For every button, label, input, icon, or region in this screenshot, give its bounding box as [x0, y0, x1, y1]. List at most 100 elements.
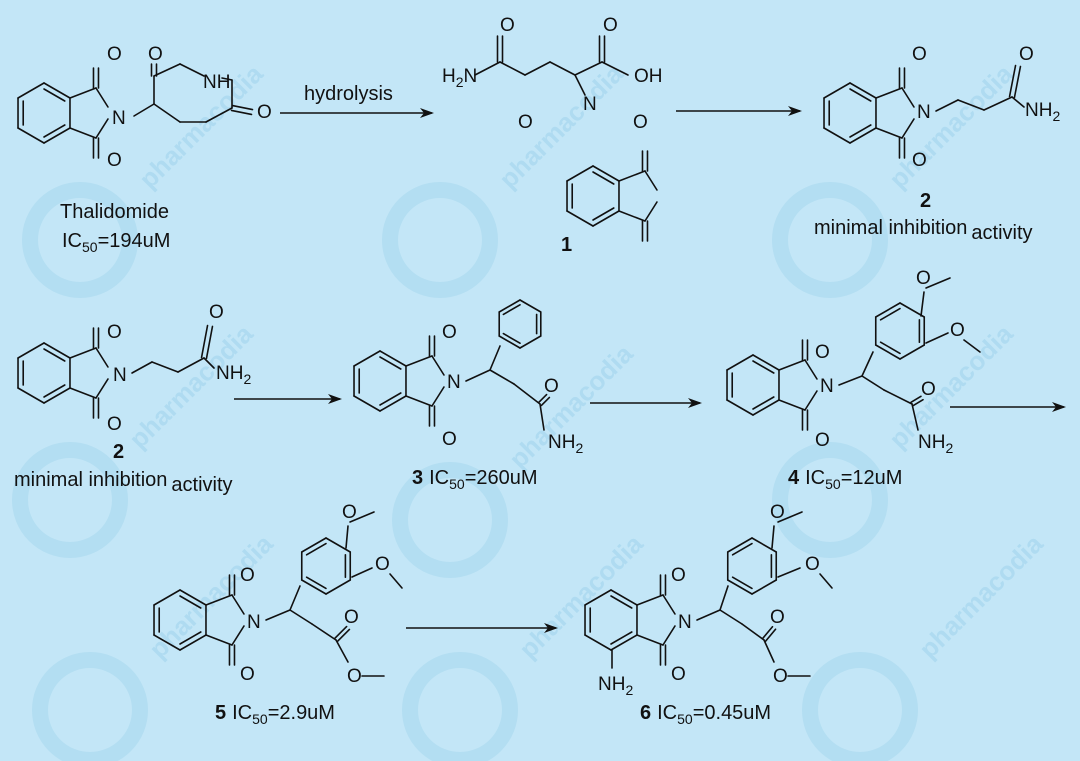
c2b-benzene: [43, 342, 71, 359]
thalidomide-ring5: [69, 127, 97, 139]
c6-o-bottom: O: [671, 664, 686, 685]
thalidomide-glut: [205, 107, 233, 123]
c5-ester-co: [333, 625, 348, 640]
thalidomide-ring5: [95, 87, 109, 108]
c2t-benzene: [849, 88, 872, 102]
c6-aryl: [731, 542, 753, 556]
c1-phth-ring-benzene: [592, 171, 615, 185]
c4-ring5: [804, 390, 818, 411]
c6-aryl: [751, 579, 778, 595]
thalidomide-name: Thalidomide: [60, 201, 169, 223]
c3-phenyl: [498, 335, 521, 349]
c3-ring5: [431, 355, 445, 376]
c3-ring5: [405, 395, 433, 407]
c2b-chain: [131, 361, 153, 374]
c1-phth-ring-ring5: [644, 170, 658, 191]
c6-aryl: [731, 576, 753, 590]
bond-layer: [17, 35, 1025, 677]
c2t-ring5: [901, 87, 915, 108]
c4-nh2: NH2: [918, 432, 953, 456]
c6-ome-right-bond: [777, 567, 801, 578]
c4-benzene: [752, 399, 780, 416]
c2t-chain: [935, 99, 959, 112]
thalidomide-benzene: [43, 88, 66, 102]
c6-o-ester: O: [773, 666, 788, 687]
thalidomide-glut: [153, 63, 181, 77]
c1-phth-ring-benzene: [592, 210, 620, 227]
c2b-benzene: [17, 387, 45, 404]
watermark-text: pharmacodia: [513, 528, 649, 664]
c2b-o-amide: O: [209, 302, 224, 323]
watermark-mark: pharmacodia: [12, 318, 259, 558]
c6-ome-top: [777, 511, 803, 523]
c4-chain: [883, 389, 913, 405]
c2t-o-amide: O: [1019, 44, 1034, 65]
c2t-n: N: [917, 102, 931, 123]
c5-aryl: [300, 537, 327, 553]
c4-chain: [861, 375, 885, 391]
c3-n: N: [447, 372, 461, 393]
thal-n: N: [112, 108, 126, 129]
c3-phenyl: [519, 335, 542, 349]
c4-ome-top-bond: [920, 291, 925, 317]
c5-n: N: [247, 612, 261, 633]
c5-o-ester: O: [347, 666, 362, 687]
c2b-benzene: [43, 348, 66, 362]
c3-phenyl-link: [489, 345, 501, 371]
c4-ome-top: [925, 277, 951, 289]
watermark-text: pharmacodia: [883, 58, 1019, 194]
watermark-text: pharmacodia: [493, 58, 629, 194]
c3-nh2: NH2: [548, 432, 583, 456]
c3-phenyl: [519, 299, 542, 313]
c4-ome-right-bond: [925, 332, 949, 344]
c5-benzene: [153, 589, 181, 606]
c4-benzene: [726, 399, 754, 416]
c4-o-methoxy-top: O: [916, 268, 931, 289]
c3-amide-n: [539, 403, 545, 431]
c2b-benzene: [17, 342, 45, 359]
c5-aryl-link: [289, 585, 301, 611]
c6-ring5: [662, 594, 676, 615]
c1-phth-ring-ring5: [618, 170, 646, 182]
c4-aryl: [879, 341, 901, 355]
c4-o-methoxy-right: O: [950, 320, 965, 341]
c1-phth-ring-ring5: [644, 201, 658, 222]
hydrolysis-label: hydrolysis: [304, 83, 393, 105]
c4-aryl: [899, 344, 926, 360]
c4-benzene: [752, 396, 775, 410]
c2b-chain: [151, 361, 179, 373]
thal-o-bottom: O: [107, 150, 122, 171]
c1-chain: [499, 61, 526, 76]
c6-benzene: [610, 589, 638, 606]
c5-aryl: [300, 579, 327, 595]
c1-phth-ring-benzene: [592, 165, 620, 182]
c6-ester-co: [761, 625, 774, 640]
c5-o-bottom: O: [240, 664, 255, 685]
c1-phth-ring-ring5: [618, 210, 646, 222]
c2b-ring5: [95, 378, 109, 399]
c1-chain: [474, 61, 501, 76]
c5-ring5: [205, 594, 233, 606]
watermark-text: pharmacodia: [143, 528, 279, 664]
c3-phenyl: [502, 303, 521, 316]
c2b-benzene: [43, 384, 66, 398]
c6-aryl: [726, 537, 753, 553]
c3-phenyl: [498, 299, 521, 313]
c2t-benzene: [849, 127, 877, 144]
c1-chain: [549, 61, 576, 76]
c3-o-amide: O: [544, 376, 559, 397]
c5-chain: [311, 623, 337, 641]
c4-benzene: [752, 360, 775, 374]
c2b-amide-co: [205, 325, 214, 360]
c5-benzene: [179, 634, 207, 651]
thalidomide-glut-co2: [230, 109, 253, 116]
thal-o-gl-1: O: [148, 44, 163, 65]
c5-o-methoxy-top: O: [342, 502, 357, 523]
c3-benzene: [353, 395, 381, 412]
c4-o-top: O: [815, 342, 830, 363]
